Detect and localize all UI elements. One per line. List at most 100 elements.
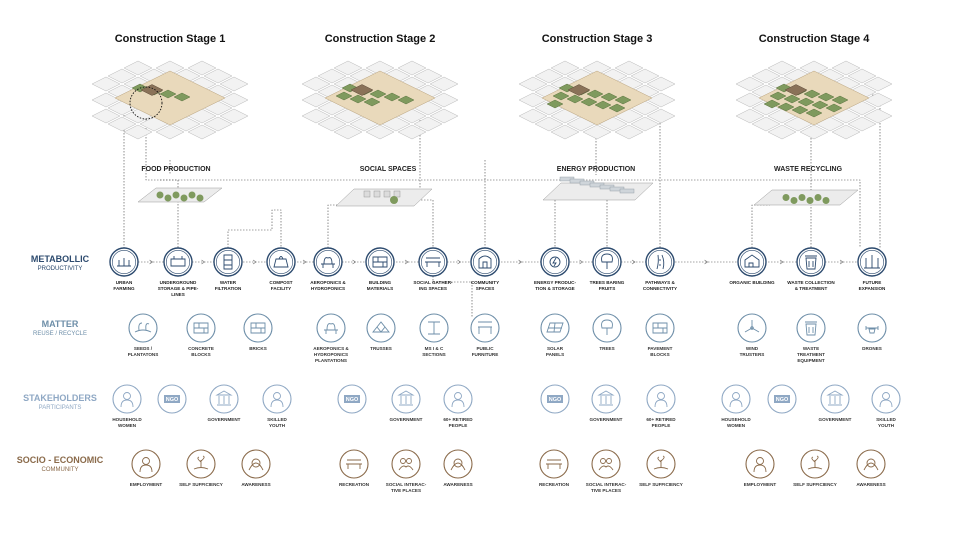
socio-node-0: EMPLOYMENT <box>130 449 162 487</box>
fruit-tree-icon <box>601 253 613 269</box>
ngo-badge <box>547 395 563 403</box>
shrub <box>782 194 790 201</box>
metabolic-node-ring <box>213 247 243 277</box>
metabolic-node-inner-ring <box>367 250 392 275</box>
metabolic-label-line: FUTURE <box>863 280 882 285</box>
building-block <box>550 124 580 140</box>
flow-arrow <box>201 259 206 265</box>
concrete-icon <box>193 322 209 334</box>
matter-label-line: TREES <box>599 346 614 351</box>
building-block <box>333 124 363 140</box>
stage-aerial-1 <box>91 60 249 140</box>
bricks-icon <box>250 322 266 334</box>
matter-label-line: BLOCKS <box>191 352 210 357</box>
building-block <box>614 124 644 140</box>
solar-icon-mark <box>546 322 564 333</box>
bin-icon-mark <box>805 321 817 336</box>
flow-arrow <box>352 259 357 265</box>
site-plot <box>114 70 226 126</box>
government-icon <box>826 390 844 406</box>
stakeholders-node-7: NGO <box>540 384 570 414</box>
bin-icon <box>805 321 817 336</box>
awareness-icon-mark <box>251 458 261 468</box>
farm-icon <box>117 258 131 267</box>
building-block <box>203 116 233 132</box>
building-block <box>317 116 347 132</box>
stakeholders-label-line: PEOPLE <box>652 423 671 428</box>
elder-icon <box>654 392 668 408</box>
metabolic-label-line: TREES BARING <box>590 280 625 285</box>
stage-aerial-3 <box>518 60 676 140</box>
green-patch <box>383 92 401 102</box>
metabolic-node-ring <box>540 247 570 277</box>
pavement-icon-mark <box>652 322 668 334</box>
metabolic-label-line: AEROPONICS & <box>310 280 346 285</box>
government-icon <box>397 390 415 406</box>
metabolic-node-10: PATHWAYS &CONNECTIVITY <box>643 247 677 291</box>
ngo-badge-text: NGO <box>346 397 359 403</box>
expansion-icon <box>864 255 880 269</box>
section-title-3: ENERGY PRODUCTION <box>557 166 635 173</box>
connector-stage2-a <box>327 204 350 248</box>
shrub <box>822 197 830 204</box>
metabolic-label-line: TION & STORAGE <box>535 286 574 291</box>
socio-node-11: AWARENESS <box>856 449 886 487</box>
ngo-icon: NGO <box>547 395 563 403</box>
stakeholders-label-line: GOVERNMENT <box>590 417 623 422</box>
building-block <box>397 124 427 140</box>
row-label-3: SOCIO - ECONOMIC <box>17 455 104 465</box>
flow-arrow <box>631 259 636 265</box>
building-block <box>397 60 427 76</box>
green-patch <box>803 89 821 99</box>
organic-building-icon <box>744 254 760 268</box>
metabolic-label-line: ENERGY PRODUC- <box>534 280 577 285</box>
matter-label-line: SECTIONS <box>422 352 445 357</box>
truss-icon <box>372 321 390 333</box>
youth-icon-head <box>882 392 890 400</box>
metabolic-label-line: & TREATMENT <box>795 286 828 291</box>
stage-title-4: Construction Stage 4 <box>759 33 871 45</box>
awareness-icon <box>450 458 466 471</box>
building-block <box>518 76 548 92</box>
green-patch <box>369 89 387 99</box>
woman-icon-head <box>123 392 131 400</box>
flow-arrow <box>149 259 154 265</box>
building-block <box>646 76 676 92</box>
matter-label-line: PLANTATONS <box>128 352 159 357</box>
socio-label-line: SELF SUFFICIENCY <box>639 482 683 487</box>
pathway-icon <box>656 254 665 270</box>
stakeholders-label-line: YOUTH <box>878 423 895 428</box>
awareness-icon-mark <box>866 458 876 468</box>
metabolic-label-line: MATERIALS <box>367 286 393 291</box>
section-title-2: SOCIAL SPACES <box>360 166 417 173</box>
metabolic-label-line: COMMUNITY <box>471 280 499 285</box>
socio-label-line: SELF SUFFICIENCY <box>793 482 837 487</box>
metabolic-label-line: ORGANIC BUILDING <box>729 280 775 285</box>
building-block <box>550 60 580 76</box>
tree-icon <box>601 319 613 335</box>
shrub <box>196 194 204 202</box>
green-patch <box>791 105 809 115</box>
tree-icon-mark <box>601 319 613 335</box>
socio-label-line: RECREATION <box>339 482 370 487</box>
metabolic-label-line: CONNECTIVITY <box>643 286 677 291</box>
building-block <box>219 108 249 124</box>
row-label-0: METABOLLIC <box>31 254 90 264</box>
stakeholders-node-11: NGO <box>767 384 797 414</box>
section-illustration-3 <box>542 176 654 201</box>
building-block <box>413 116 443 132</box>
worker-icon-head <box>142 457 150 465</box>
water-filter-icon-mark <box>223 254 233 270</box>
matter-node-2: BRICKS <box>243 313 273 351</box>
shrub <box>390 196 398 204</box>
metabolic-node-ring <box>163 247 193 277</box>
stakeholders-node-2: GOVERNMENT <box>208 384 241 422</box>
aeroponics-icon-mark <box>321 257 335 268</box>
row-sublabel-1: REUSE / RECYCLE <box>33 331 87 337</box>
building-block <box>582 124 612 140</box>
